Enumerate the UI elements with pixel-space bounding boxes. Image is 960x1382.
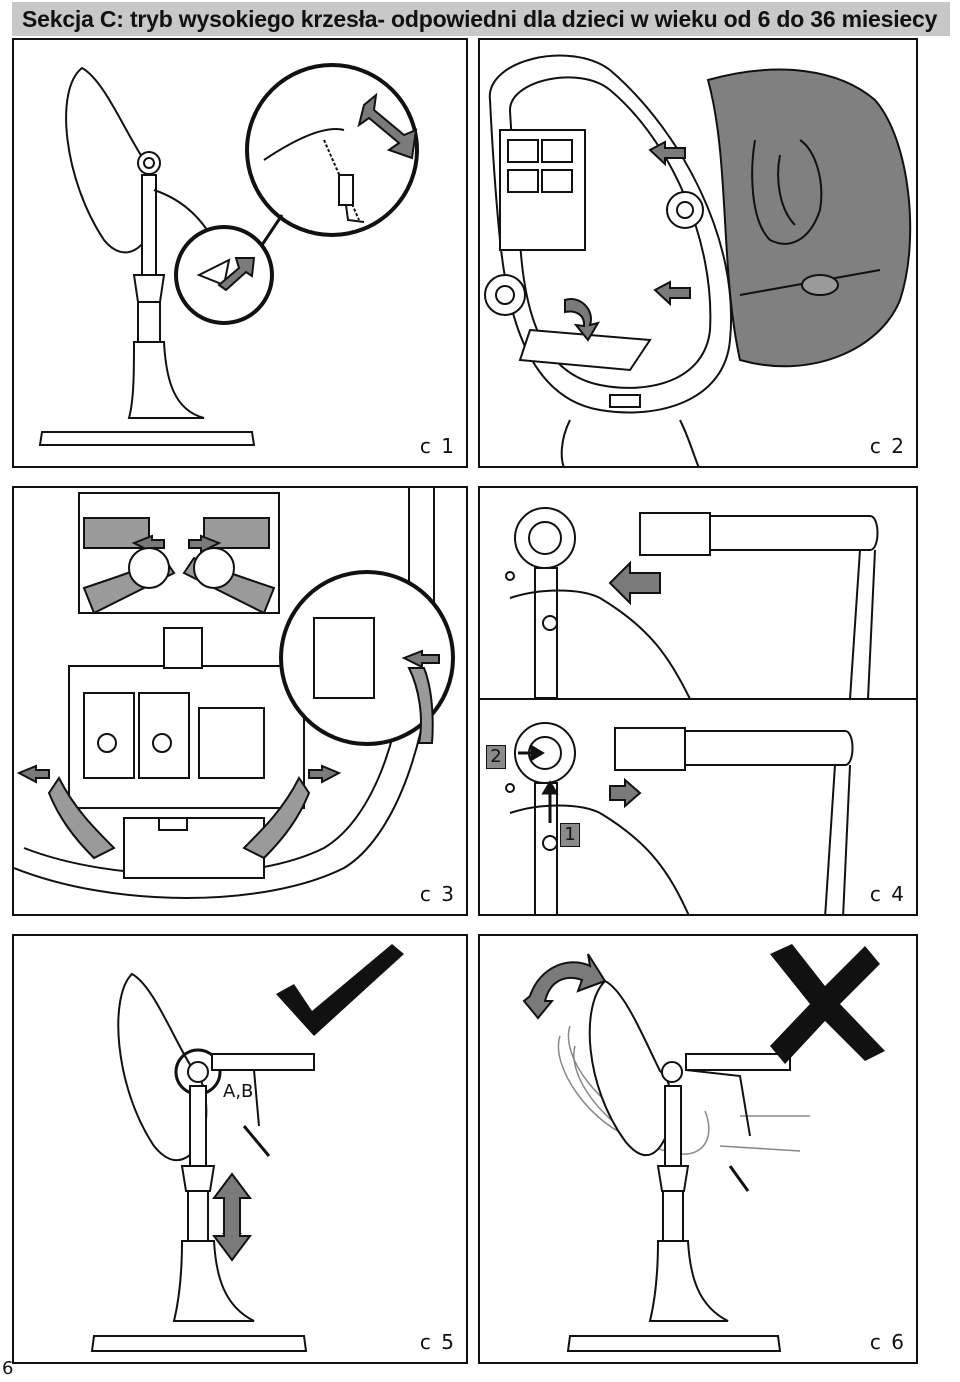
illustration-c2 (484, 54, 912, 466)
panel-c5: A,B c 5 (12, 934, 468, 1364)
step-2-badge: 2 (486, 745, 506, 769)
illustration-c6 (522, 944, 885, 1352)
illustration-c3 (14, 488, 455, 899)
panel-label-c3: c 3 (419, 882, 456, 906)
illustration-c4 (480, 507, 916, 914)
section-title: Sekcja C: tryb wysokiego krzesła- odpowi… (22, 6, 938, 32)
illustration-c1 (38, 63, 419, 446)
panel-c1: c 1 (12, 38, 468, 468)
panel-label-c1: c 1 (419, 434, 456, 458)
page-number: 6 (2, 1358, 14, 1379)
illustration-c5 (90, 944, 404, 1352)
ab-callout: A,B (223, 1081, 254, 1102)
panel-c3: c 3 (12, 486, 468, 916)
panel-c2: c 2 (478, 38, 918, 468)
panel-label-c5: c 5 (419, 1330, 456, 1354)
panel-c6: c 6 (478, 934, 918, 1364)
panel-label-c6: c 6 (869, 1330, 906, 1354)
section-header: Sekcja C: tryb wysokiego krzesła- odpowi… (12, 2, 950, 36)
panel-label-c2: c 2 (869, 434, 906, 458)
panel-label-c4: c 4 (869, 882, 906, 906)
panel-c4: 2 1 c 4 (478, 486, 918, 916)
step-1-badge: 1 (560, 823, 580, 847)
